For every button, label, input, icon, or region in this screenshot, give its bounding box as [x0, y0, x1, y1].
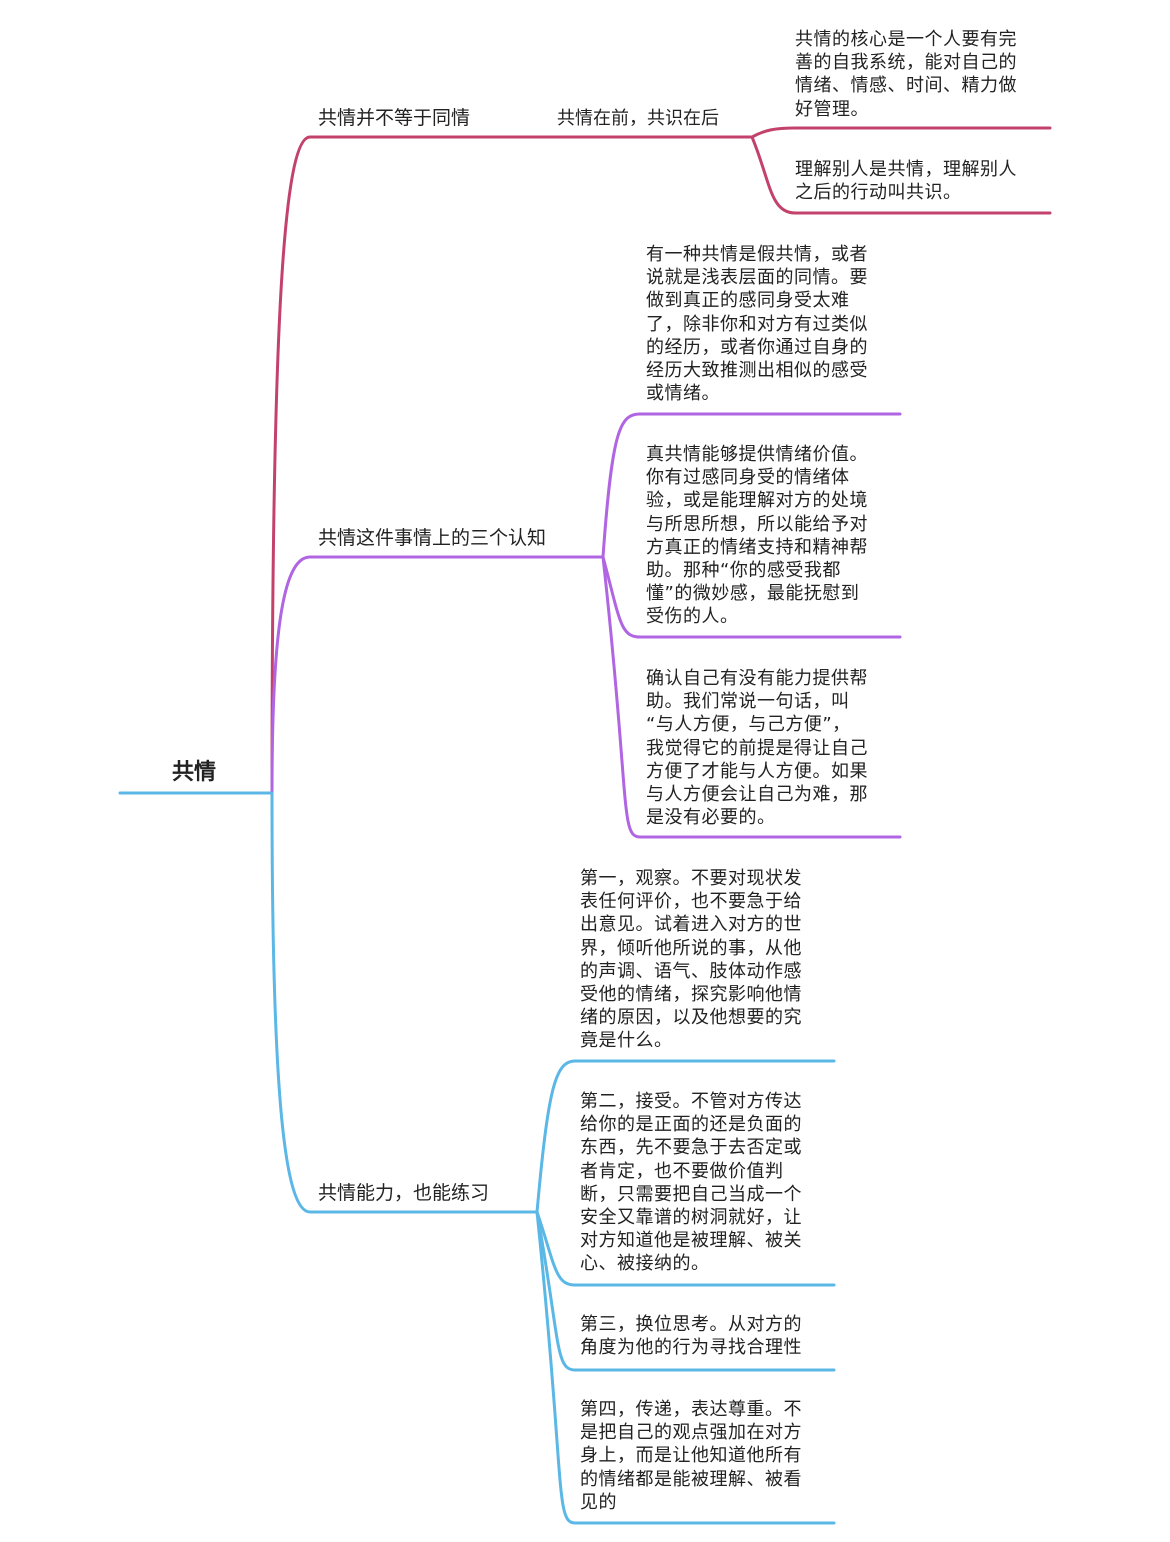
- root-node: 共情: [172, 760, 217, 785]
- branch-1-label: 共情并不等于同情: [318, 107, 471, 129]
- branch-3-leaf-3: 第三，换位思考。从对方的 角度为他的行为寻找合理性: [580, 1314, 802, 1359]
- branch-3-leaf-4: 第四，传递，表达尊重。不 是把自己的观点强加在对方 身上，而是让他知道他所有 的…: [580, 1399, 802, 1513]
- branch2-leaf2-line: [601, 555, 902, 639]
- branch1-leaf1-line: [750, 126, 1052, 139]
- trunk-branch1: [270, 135, 754, 795]
- branch-2-leaf-1: 有一种共情是假共情，或者 说就是浅表层面的同情。要 做到真正的感同身受太难 了，…: [646, 244, 868, 405]
- trunk-branch2: [270, 555, 605, 795]
- branch3-leaf2-line: [535, 1210, 836, 1287]
- branch-3-label: 共情能力，也能练习: [318, 1182, 490, 1204]
- branch-3-leaf-2: 第二，接受。不管对方传达 给你的是正面的还是负面的 东西，先不要急于去否定或 者…: [580, 1091, 802, 1275]
- branch-2-label: 共情这件事情上的三个认知: [318, 527, 547, 549]
- branch2-leaf3-line: [601, 555, 902, 839]
- branch-1-leaf-1: 共情的核心是一个人要有完 善的自我系统，能对自己的 情绪、情感、时间、精力做 好…: [795, 29, 1017, 120]
- branch-1-leaf-2: 理解别人是共情，理解别人 之后的行动叫共识。: [795, 159, 1017, 204]
- branch3-leaf3-line: [535, 1210, 836, 1372]
- branch1-leaf2-line: [750, 135, 1052, 215]
- branch-1-sublabel: 共情在前，共识在后: [557, 108, 719, 129]
- trunk-branch3: [270, 791, 539, 1214]
- branch3-leaf1-line: [535, 1059, 836, 1214]
- branch3-leaf4-line: [535, 1210, 836, 1525]
- branch-2-leaf-2: 真共情能够提供情绪价值。 你有过感同身受的情绪体 验，或是能理解对方的处境 与所…: [646, 444, 868, 628]
- branch-2-leaf-3: 确认自己有没有能力提供帮 助。我们常说一句话，叫 “与人方便，与己方便”， 我觉…: [646, 668, 868, 829]
- branch2-leaf1-line: [601, 412, 902, 559]
- branch-3-leaf-1: 第一，观察。不要对现状发 表任何评价，也不要急于给 出意见。试着进入对方的世 界…: [580, 868, 802, 1052]
